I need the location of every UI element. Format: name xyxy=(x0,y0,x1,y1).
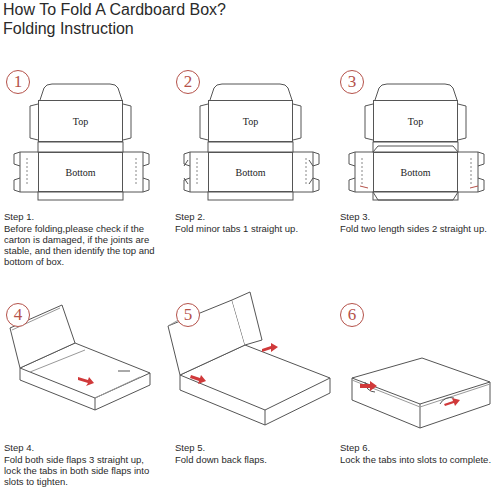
step-number: 6 xyxy=(340,303,364,327)
box-panel: Top xyxy=(208,100,293,142)
step-number: 4 xyxy=(6,303,30,327)
step-heading: Step 5. xyxy=(175,443,325,454)
step-heading: Step 3. xyxy=(340,212,490,223)
panel-label: Top xyxy=(243,116,258,127)
step-number: 2 xyxy=(176,70,200,94)
step-text: Before folding,please check if the carto… xyxy=(4,224,159,268)
box-panel: Top xyxy=(373,100,458,142)
title: How To Fold A Cardboard Box? xyxy=(3,1,226,19)
step-heading-text: Step 2. xyxy=(175,211,205,222)
box-panel: Bottom xyxy=(208,152,293,192)
step-text: Fold down back flaps. xyxy=(175,455,330,466)
box-panel: Top xyxy=(38,100,123,142)
step-number-text: 4 xyxy=(14,305,23,325)
step-heading-text: Step 3. xyxy=(340,211,370,222)
step-number: 3 xyxy=(340,70,364,94)
step-text: Lock the tabs into slots to complete. xyxy=(340,455,495,466)
step-heading-text: Step 5. xyxy=(175,442,205,453)
panel-label: Bottom xyxy=(400,167,430,178)
step-heading: Step 2. xyxy=(175,212,325,223)
box-panel: Bottom xyxy=(38,152,123,192)
panel-label: Top xyxy=(408,116,423,127)
step-text-text: Lock the tabs into slots to complete. xyxy=(340,454,491,465)
step-text: Fold minor tabs 1 straight up. xyxy=(175,224,330,235)
panel-label: Top xyxy=(73,116,88,127)
step-text: Fold two length sides 2 straight up. xyxy=(340,224,495,235)
step-text-text: Fold down back flaps. xyxy=(175,454,267,465)
step-heading-text: Step 1. xyxy=(4,211,34,222)
step-number: 5 xyxy=(176,303,200,327)
step-number-text: 1 xyxy=(14,72,23,92)
step-text-text: Fold minor tabs 1 straight up. xyxy=(175,223,298,234)
step-text: Fold both side flaps 3 straight up, lock… xyxy=(4,455,159,488)
step-number-text: 6 xyxy=(348,305,357,325)
step-heading: Step 1. xyxy=(4,212,154,223)
box-panel: Bottom xyxy=(373,152,458,192)
step-number: 1 xyxy=(6,70,30,94)
step-text-text: Fold both side flaps 3 straight up, lock… xyxy=(4,454,149,487)
step-text-text: Fold two length sides 2 straight up. xyxy=(340,223,487,234)
panel-label: Bottom xyxy=(235,167,265,178)
step-text-text: Before folding,please check if the carto… xyxy=(4,223,155,267)
subtitle: Folding Instruction xyxy=(3,20,303,38)
step-heading-text: Step 6. xyxy=(340,442,370,453)
step-number-text: 2 xyxy=(184,72,193,92)
step-heading-text: Step 4. xyxy=(4,442,34,453)
step-number-text: 3 xyxy=(348,72,357,92)
step-number-text: 5 xyxy=(184,305,193,325)
panel-label: Bottom xyxy=(65,167,95,178)
step-heading: Step 4. xyxy=(4,443,154,454)
step-heading: Step 6. xyxy=(340,443,490,454)
subtitle-text: Folding Instruction xyxy=(3,20,134,37)
